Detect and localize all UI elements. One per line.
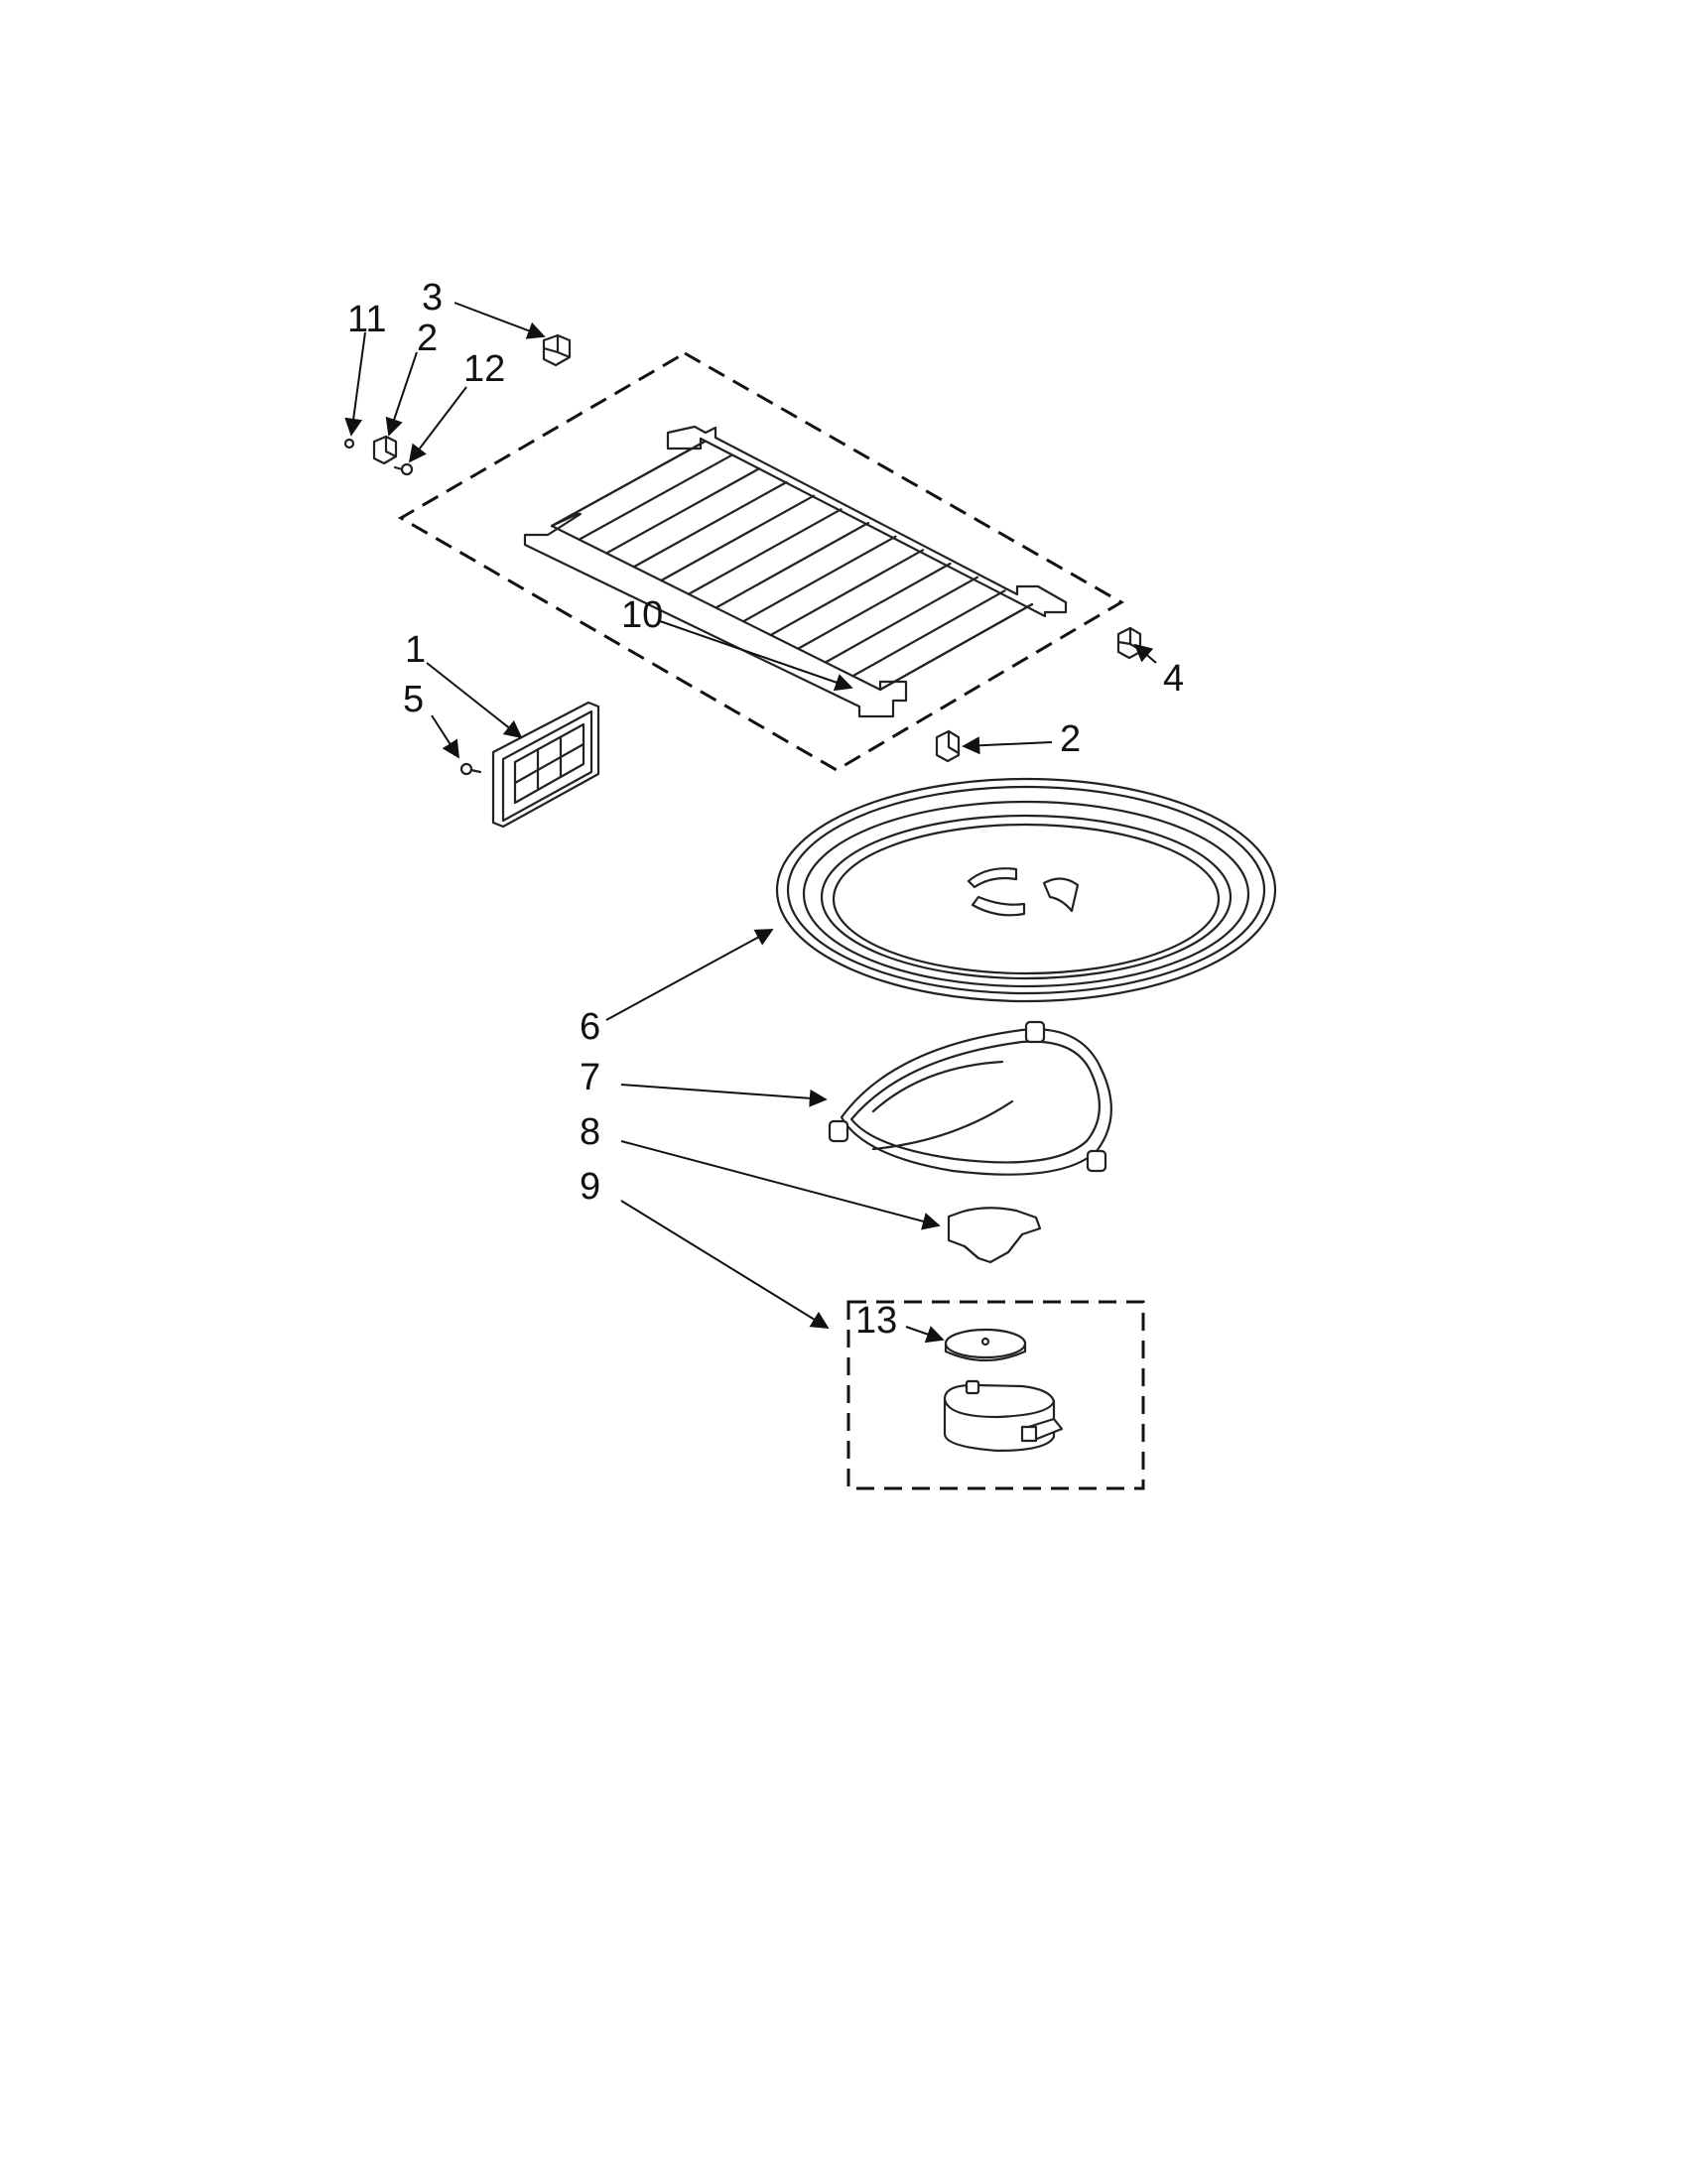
leader-5 [431,714,459,759]
drive-coupler [947,1207,1042,1264]
roller-wheel-icon [1024,1020,1046,1044]
rack-crossbar [605,467,761,555]
clip-part-3 [542,333,572,367]
wire-rack [523,425,1068,718]
leader-11 [344,331,366,437]
turntable-motor [943,1379,1064,1453]
rack-crossbar [660,494,816,582]
leader-1 [426,662,523,739]
leader-9 [620,1200,830,1329]
leader-10 [659,620,853,692]
callout-10: 10 [621,594,663,636]
rack-crossbar [797,562,952,650]
pin-part-12 [393,462,414,476]
roller-ring [828,1020,1112,1176]
callout-2-right: 2 [1060,718,1081,760]
rack-crossbar [687,508,843,595]
callout-12: 12 [463,348,505,390]
leader-2b [962,736,1053,755]
motor-group-dashed-box [846,1300,1145,1490]
leader-8 [620,1140,941,1230]
leader-3 [454,302,546,339]
rack-crossbar [824,576,979,664]
rack-crossbar [769,549,925,637]
leader-7 [620,1084,828,1107]
screw-part-5 [459,762,482,776]
callout-11: 11 [347,299,386,340]
roller-wheel-icon [828,1119,849,1143]
motor-cover-disc [944,1328,1027,1362]
leader-4 [1133,643,1157,664]
rack-crossbar [578,453,733,541]
rack-group-dashed-box [398,351,1124,772]
clip-part-2-left [372,435,398,465]
screw-part-11 [343,438,355,450]
roller-wheel-icon [1086,1149,1107,1173]
leader-2a [385,351,418,437]
callout-8: 8 [580,1111,600,1153]
leader-12 [408,386,467,463]
leader-6 [605,929,774,1021]
rack-crossbar [714,521,870,609]
clip-part-4 [1116,626,1142,660]
callout-7: 7 [580,1057,600,1098]
callout-6: 6 [580,1006,600,1048]
vent-filter [491,701,600,829]
callout-9: 9 [580,1166,600,1208]
callout-4: 4 [1163,658,1184,700]
callout-3: 3 [422,277,443,319]
callout-5: 5 [403,679,424,720]
rack-crossbar [741,535,897,623]
leader-13 [905,1326,945,1344]
callout-2-top: 2 [417,318,438,359]
rack-crossbars [550,440,1034,692]
turntable-tray [775,777,1277,1003]
clip-part-2-right [935,729,961,763]
rack-crossbar [878,602,1034,692]
rack-crossbar [851,589,1006,678]
callout-13: 13 [855,1300,897,1342]
callout-1: 1 [405,629,426,671]
rack-crossbar [550,440,707,528]
rack-crossbar [632,480,788,569]
